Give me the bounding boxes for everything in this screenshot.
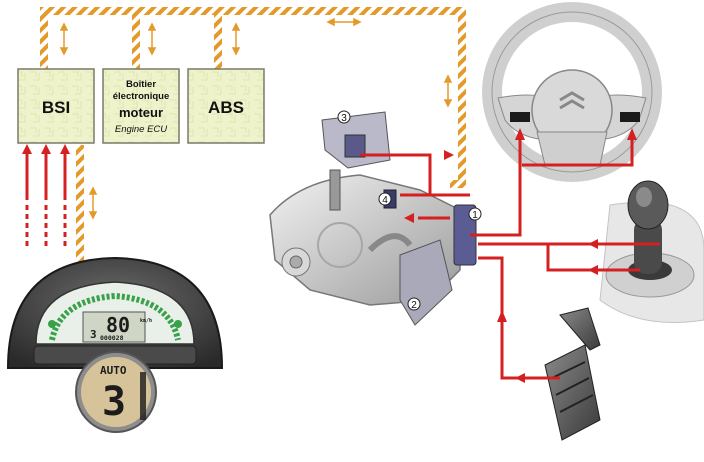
engine-ecu-subtitle: Engine ECU [115, 124, 167, 135]
callout-4: 4 [382, 195, 388, 206]
odometer-readout: 000028 [100, 334, 124, 342]
abs-ecu: ABS [187, 68, 265, 144]
accelerator-pedal [544, 307, 601, 441]
auto-mode-label: AUTO [100, 364, 127, 377]
callout-markers: 3 4 1 2 [337, 110, 482, 311]
callout-1: 1 [472, 210, 478, 221]
engine-ecu: Boîtier électronique moteur Engine ECU [102, 68, 180, 144]
engine-ecu-line1: Boîtier [126, 79, 156, 90]
instrument-cluster: 80 km/h 3 000028 [6, 256, 224, 369]
bus-arrows [59, 17, 453, 220]
engine-ecu-line2: électronique [113, 91, 170, 102]
wiring-arrows [404, 128, 637, 383]
gear-indicator-small: 3 [90, 328, 97, 341]
communication-bus [40, 7, 466, 270]
speed-readout: 80 [106, 313, 130, 337]
callout-2: 2 [411, 300, 417, 311]
speed-unit: km/h [140, 318, 152, 324]
steering-wheel [482, 2, 662, 182]
abs-label: ABS [208, 98, 244, 117]
current-gear-large: 3 [102, 379, 126, 425]
bsi-ecu: BSI [17, 68, 95, 144]
gear-selector [599, 180, 704, 323]
engine-ecu-line3: moteur [119, 105, 163, 120]
gear-display-zoom: AUTO 3 [75, 351, 157, 433]
callout-3: 3 [341, 113, 347, 124]
bsi-input-wires [22, 144, 70, 250]
bsi-label: BSI [42, 98, 70, 117]
